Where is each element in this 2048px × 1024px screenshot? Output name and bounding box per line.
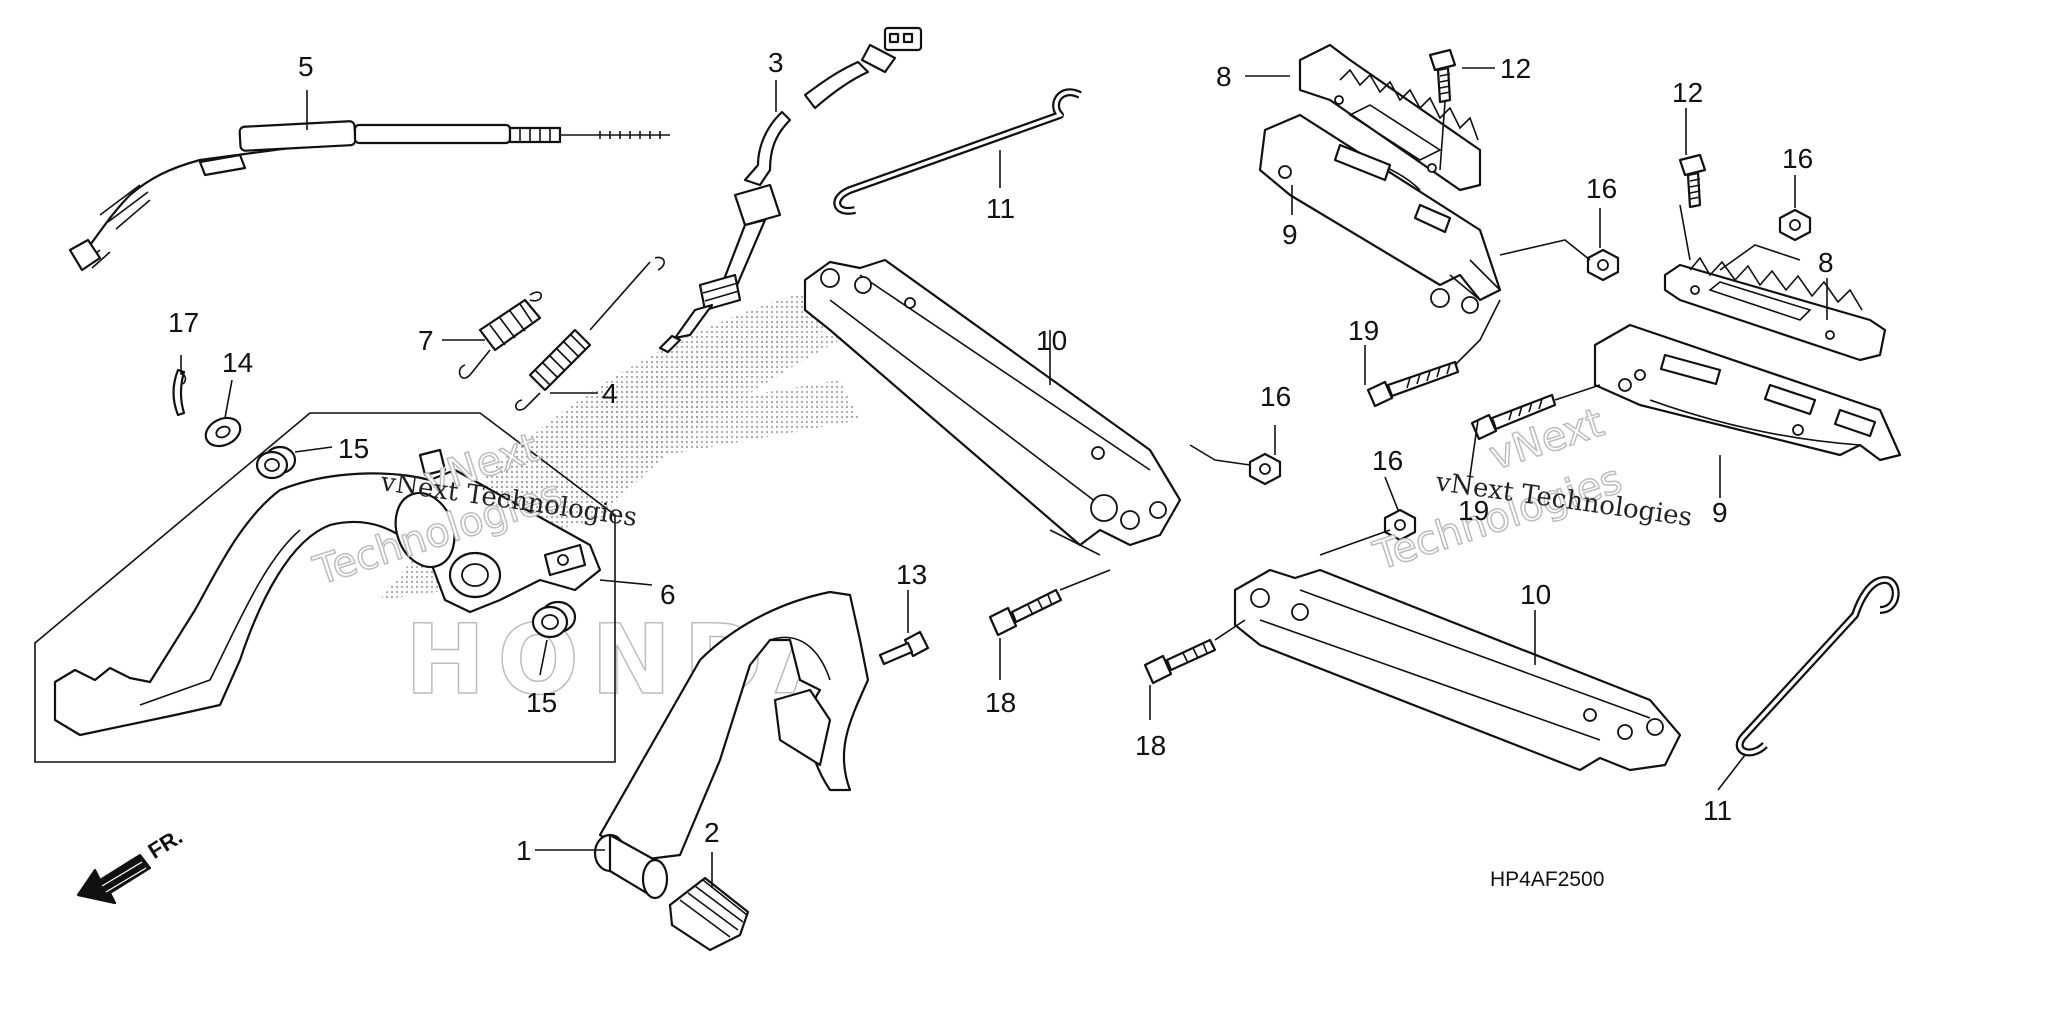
spring-7 — [458, 291, 543, 379]
leader-lines — [180, 67, 1828, 888]
bolt-19-upper — [1366, 360, 1460, 408]
callout-7: 7 — [418, 325, 434, 356]
front-direction-label: FR. — [144, 824, 187, 864]
callout-14: 14 — [222, 347, 253, 378]
nut-16-lower — [1383, 508, 1417, 542]
callout-9-right: 9 — [1712, 497, 1728, 528]
bushing-15-upper — [255, 445, 297, 480]
callout-18-lower: 18 — [1135, 730, 1166, 761]
spring-4 — [515, 256, 665, 411]
callout-6: 6 — [660, 579, 676, 610]
callout-13: 13 — [896, 559, 927, 590]
brake-cable — [68, 120, 670, 272]
callout-8-upper: 8 — [1216, 61, 1232, 92]
cotter-pin — [172, 368, 187, 417]
footpeg-bracket-upper — [1258, 113, 1502, 314]
callout-12-upper: 12 — [1500, 53, 1531, 84]
callout-16-lower: 16 — [1372, 445, 1403, 476]
callout-10-lower: 10 — [1520, 579, 1551, 610]
pedal-rubber-2 — [668, 876, 750, 952]
diagram-code: HP4AF2500 — [1490, 868, 1604, 891]
callout-10-upper: 10 — [1036, 325, 1067, 356]
stop-switch — [658, 26, 923, 354]
front-direction-arrow — [76, 853, 152, 905]
assembly-outline — [34, 412, 616, 763]
footpeg-plate-upper — [1298, 43, 1482, 192]
bolt-13 — [878, 630, 930, 666]
callout-11-lower: 11 — [1703, 795, 1732, 826]
nut-16-upper-right — [1586, 248, 1620, 282]
callout-5: 5 — [298, 51, 314, 82]
callout-16-center: 16 — [1260, 381, 1291, 412]
return-spring-rod-upper — [833, 88, 1082, 215]
callout-9-upper: 9 — [1282, 219, 1298, 250]
frame-arm-lower — [1233, 568, 1682, 772]
pedal-shaft-1 — [593, 833, 669, 900]
callout-16-far-right: 16 — [1782, 143, 1813, 174]
brake-arm — [598, 590, 870, 862]
callout-4: 4 — [602, 378, 618, 409]
footpeg-bracket-right — [1593, 323, 1902, 462]
callout-17: 17 — [168, 307, 199, 338]
callout-2: 2 — [704, 817, 720, 848]
callout-3: 3 — [768, 47, 784, 78]
washer — [204, 416, 242, 448]
bushing-15-lower — [531, 600, 577, 639]
frame-arm-upper — [803, 258, 1182, 547]
nut-16-far-right — [1778, 208, 1812, 242]
bolt-18-upper — [988, 588, 1063, 637]
bolt-12-right — [1678, 153, 1707, 209]
footpeg-plate-right — [1663, 256, 1887, 362]
callout-19-upper: 19 — [1348, 315, 1379, 346]
callout-1: 1 — [516, 835, 532, 866]
callout-18-upper: 18 — [985, 687, 1016, 718]
callout-15-upper: 15 — [338, 433, 369, 464]
brake-pedal — [53, 448, 602, 737]
bolt-12-upper — [1428, 48, 1457, 104]
callout-11-upper: 11 — [986, 193, 1015, 224]
callout-8-right: 8 — [1818, 247, 1834, 278]
callout-16-upper-right: 16 — [1586, 173, 1617, 204]
callout-19-lower: 19 — [1458, 495, 1489, 526]
return-spring-rod-lower — [1735, 576, 1900, 757]
nut-16-center — [1248, 452, 1282, 486]
callout-12-right: 12 — [1672, 77, 1703, 108]
bolt-18-lower — [1143, 638, 1217, 685]
callout-15-lower: 15 — [526, 687, 557, 718]
